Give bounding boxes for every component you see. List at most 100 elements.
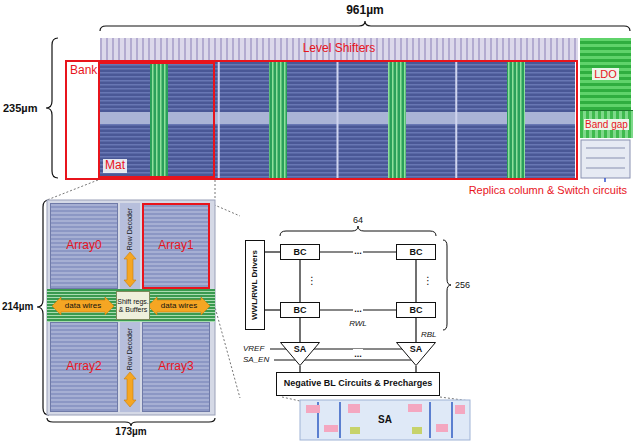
dimension-label: 173µm (115, 426, 146, 438)
level-shifter-band: Level Shifters (100, 38, 578, 60)
node-label: Bank (70, 64, 97, 78)
sa-layout (408, 404, 422, 412)
array-block: Array1 (142, 203, 210, 289)
sa-layout (436, 424, 448, 432)
bank-outline: BankMat (65, 60, 578, 180)
arrow-label: data wires (161, 301, 197, 310)
node-label: BC (410, 247, 423, 257)
dimension-bracket (46, 38, 58, 178)
node-label: Level Shifters (303, 42, 376, 56)
bank-layout (455, 60, 457, 178)
signal-name: SA_EN (243, 355, 269, 364)
replica-block (581, 140, 630, 182)
node-label: Negative BL Circuits & Precharges (284, 379, 432, 389)
ellipsis: ... (353, 349, 363, 359)
bandgap-block: Band gap (580, 110, 633, 138)
wire (265, 251, 280, 252)
sa-layout (306, 405, 320, 413)
bank-layout (100, 60, 575, 178)
dimension-bracket (47, 418, 215, 426)
ellipsis: ⋮ (423, 275, 433, 287)
bank-layout (150, 60, 168, 178)
ellipsis: ... (353, 246, 363, 256)
row-decoder: Row Decoder (120, 322, 140, 412)
zoom-line (215, 180, 216, 200)
bitcell-box: BC (280, 244, 320, 260)
sa-layout (300, 400, 470, 440)
wire (299, 318, 300, 342)
bank-layout (337, 60, 339, 178)
mat-layout (120, 203, 140, 289)
arrow-label: data wires (65, 301, 101, 310)
dimension-label: 235µm (3, 102, 37, 115)
bitcell-box: BC (280, 302, 320, 318)
bank-layout (100, 60, 575, 178)
mat-layout (47, 200, 215, 415)
dimension-bracket (100, 21, 630, 31)
node-label: Row Decoder (126, 328, 134, 370)
bank-layout (218, 60, 220, 178)
wire (415, 318, 416, 342)
dimension-label: 961µm (346, 4, 384, 18)
count-label: 64 (353, 215, 363, 225)
ellipsis: ... (353, 304, 363, 314)
count-label: 256 (455, 280, 470, 290)
array-block: Array3 (142, 322, 210, 412)
sa-layout (455, 405, 465, 414)
ldo-block: LDO (580, 38, 631, 110)
node-label: Array3 (158, 360, 193, 374)
data-arrow (148, 297, 210, 315)
signal-name: VREF (243, 344, 264, 353)
replica-block (586, 158, 625, 159)
precharge-box: Negative BL Circuits & Precharges (276, 372, 440, 396)
node-label: Array0 (66, 239, 101, 253)
driver-box: WWL/RWL Drivers (245, 240, 265, 330)
node-label: WWL/RWL Drivers (250, 250, 259, 320)
dimension-label: 214µm (2, 301, 33, 313)
wire (299, 260, 300, 302)
node-label: SA (376, 414, 394, 426)
node-label: BC (410, 305, 423, 315)
zoom-line (47, 180, 98, 200)
signal-name: RBL (421, 330, 437, 339)
node-label: Array2 (66, 360, 101, 374)
sa-layout (429, 402, 431, 438)
node-label: BC (294, 305, 307, 315)
mat-layout (120, 322, 140, 412)
node-label: BC (294, 247, 307, 257)
wire (415, 260, 416, 302)
sense-amp-triangle: SA (280, 342, 320, 366)
wire (265, 309, 280, 310)
bank-layout (269, 60, 287, 178)
sa-layout (348, 404, 360, 413)
zoom-line (282, 397, 300, 401)
node-label: Row Decoder (126, 208, 134, 250)
sense-amp-triangle: SA (396, 342, 436, 366)
replica-block (581, 140, 630, 178)
dimension-bracket (280, 226, 436, 236)
replica-block (586, 148, 625, 149)
node-label: SA (294, 344, 307, 354)
sa-layout (339, 402, 341, 438)
shift-register-block: Shift regs. & Buffers (116, 291, 150, 320)
mat-layout (47, 289, 215, 322)
bitcell-box: BC (396, 244, 436, 260)
sa-layout (324, 425, 338, 432)
node-label: Mat (103, 159, 127, 173)
row-decoder: Row Decoder (120, 203, 140, 289)
triangle-outline (397, 343, 436, 366)
replica-block (604, 178, 606, 182)
triangle-outline (281, 343, 320, 366)
dimension-bracket (443, 240, 451, 330)
sa-layout (451, 402, 453, 438)
dimension-bracket (37, 21, 630, 426)
data-arrow (124, 252, 136, 287)
data-arrow (52, 297, 114, 315)
mat-layout (47, 200, 215, 415)
bank-layout (507, 60, 525, 178)
sa-layout (300, 400, 470, 440)
bitcell-box: BC (396, 302, 436, 318)
signal-name: RWL (349, 319, 367, 328)
node-label: Band gap (584, 119, 629, 131)
